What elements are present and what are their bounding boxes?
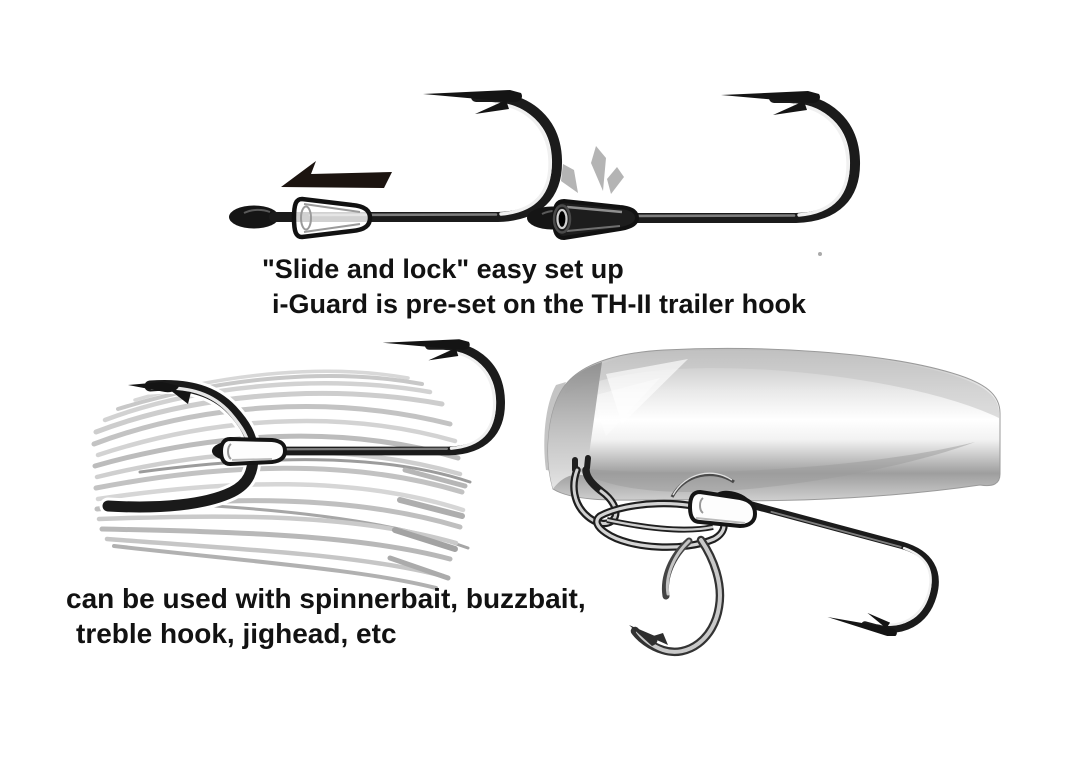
iguard-cone-jig xyxy=(219,437,287,466)
figure-hook-iguard-locked xyxy=(527,91,855,256)
hook-hanger xyxy=(570,455,620,528)
iguard-cone-locked xyxy=(552,199,639,240)
figure-lure xyxy=(544,347,1001,656)
iguard-cone-unlocked xyxy=(291,196,373,240)
figure-hook-iguard-sliding xyxy=(229,90,557,240)
trailer-eye-wire-highlight xyxy=(672,472,733,496)
iguard-cone-lure xyxy=(688,490,757,528)
caption-slide-lock-line1: "Slide and lock" easy set up xyxy=(262,254,624,284)
skirt-strands xyxy=(91,369,472,590)
figure-jig-skirt xyxy=(91,339,501,590)
treble-hook xyxy=(629,535,725,656)
snap-clip xyxy=(593,499,728,551)
lure-highlight xyxy=(606,359,688,424)
print-speck xyxy=(818,252,822,256)
caption-slide-lock-line2: i-Guard is pre-set on the TH-II trailer … xyxy=(272,289,807,319)
caption-usage-line1: can be used with spinnerbait, buzzbait, xyxy=(66,583,586,614)
lure-belly-shade xyxy=(575,442,975,492)
caption-usage-line2: treble hook, jighead, etc xyxy=(76,618,397,649)
click-sparkles-icon xyxy=(561,146,624,194)
lure-highlight xyxy=(592,378,660,436)
slide-left-arrow-icon xyxy=(281,161,392,188)
